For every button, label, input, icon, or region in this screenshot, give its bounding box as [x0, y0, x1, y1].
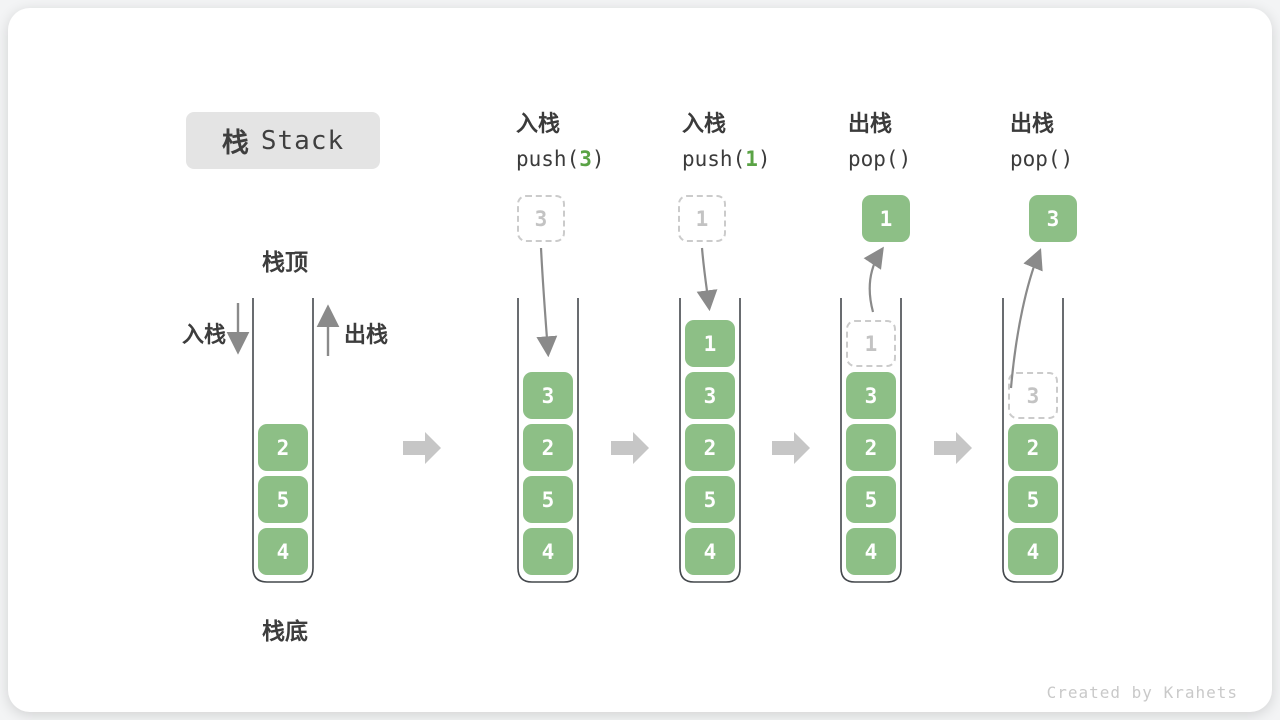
code-value: 3 [579, 147, 592, 171]
float-box-pop-1: 1 [862, 195, 910, 242]
code-post: ) [757, 147, 771, 171]
stack-block: 2 [685, 424, 735, 471]
stack-block: 5 [258, 476, 308, 523]
stack-block: 3 [523, 372, 573, 419]
code-pre: pop() [1010, 147, 1074, 171]
column-header-pop1: 出栈 pop() [848, 106, 911, 171]
op-code: push(3) [516, 147, 605, 171]
code-pre: push( [682, 147, 746, 171]
stack-block: 3 [846, 372, 896, 419]
column-header-pop3: 出栈 pop() [1010, 106, 1073, 171]
code-pre: pop() [848, 147, 912, 171]
title-en: Stack [260, 125, 345, 156]
watermark: Created by Krahets [1046, 683, 1238, 702]
column-header-push1: 入栈 push(1) [682, 106, 771, 171]
title-badge: 栈 Stack [186, 112, 380, 169]
label-stack-bottom: 栈底 [262, 619, 308, 645]
stack-block: 5 [685, 476, 735, 523]
code-post: ) [591, 147, 605, 171]
stack-container-4 [840, 298, 902, 583]
float-box-pop-3: 3 [1029, 195, 1077, 242]
stack-block: 3 [685, 372, 735, 419]
stack-block: 4 [846, 528, 896, 575]
op-label: 出栈 [848, 112, 893, 137]
stack-block: 2 [523, 424, 573, 471]
op-code: pop() [848, 147, 911, 171]
op-label: 入栈 [516, 112, 561, 137]
stack-container-2 [517, 298, 579, 583]
stack-block: 2 [846, 424, 896, 471]
op-code: pop() [1010, 147, 1073, 171]
stack-block: 5 [1008, 476, 1058, 523]
label-pop-side: 出栈 [344, 323, 389, 348]
op-label: 出栈 [1010, 112, 1055, 137]
code-pre: push( [516, 147, 580, 171]
ghost-block-popped-3: 3 [1008, 372, 1058, 419]
ghost-block-popped-1: 1 [846, 320, 896, 367]
stack-container-3 [679, 298, 741, 583]
float-box-push-1: 1 [678, 195, 726, 242]
stack-block: 5 [846, 476, 896, 523]
stack-block: 5 [523, 476, 573, 523]
stack-block: 4 [685, 528, 735, 575]
op-label: 入栈 [682, 112, 727, 137]
title-zh: 栈 [221, 128, 249, 159]
stack-container-1 [252, 298, 314, 583]
stack-block: 4 [1008, 528, 1058, 575]
column-header-push3: 入栈 push(3) [516, 106, 605, 171]
op-code: push(1) [682, 147, 771, 171]
label-push-side: 入栈 [181, 323, 226, 348]
code-value: 1 [745, 147, 758, 171]
stack-block: 2 [1008, 424, 1058, 471]
stack-block: 4 [523, 528, 573, 575]
label-stack-top: 栈顶 [262, 250, 308, 276]
stack-block: 1 [685, 320, 735, 367]
float-box-push-3: 3 [517, 195, 565, 242]
stack-container-5 [1002, 298, 1064, 583]
stack-block: 2 [258, 424, 308, 471]
stack-block: 4 [258, 528, 308, 575]
